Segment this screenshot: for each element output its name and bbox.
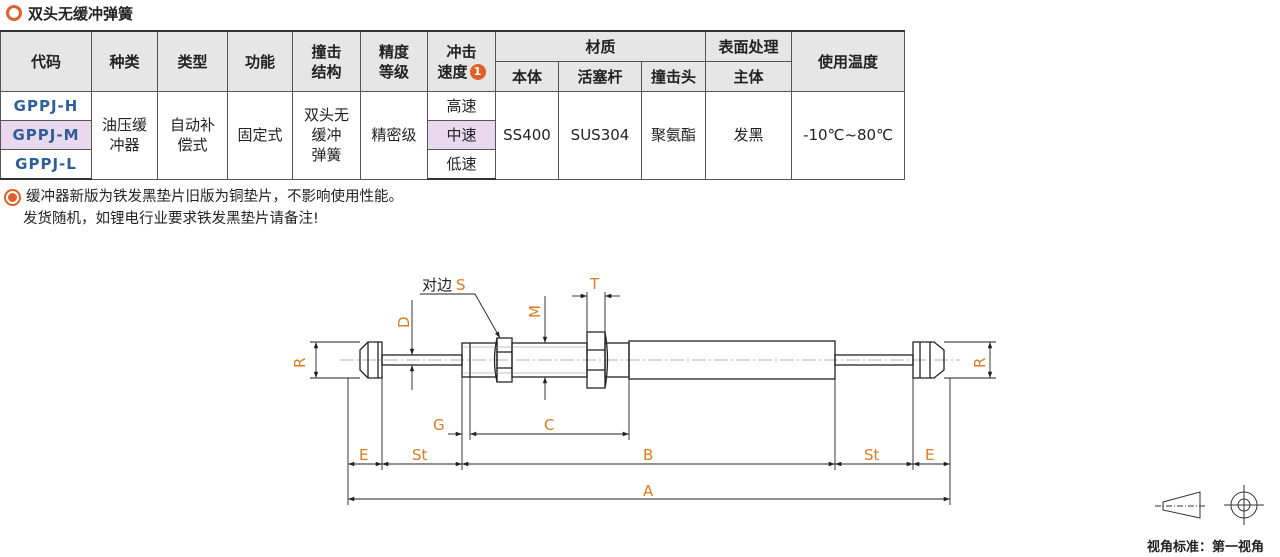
speed-low: 低速 xyxy=(427,149,496,180)
note-bullet-icon xyxy=(6,190,19,204)
label-R-left: R xyxy=(291,358,309,368)
label-S: S xyxy=(456,276,466,294)
label-R-right: R xyxy=(971,358,989,368)
label-St-left: St xyxy=(412,446,428,464)
label-across-flats: 对边 xyxy=(422,276,452,294)
rod-material-cell: SUS304 xyxy=(558,91,642,180)
header-code: 代码 xyxy=(0,30,92,92)
label-St-right: St xyxy=(864,446,880,464)
header-body: 本体 xyxy=(495,61,559,92)
label-T: T xyxy=(589,275,600,293)
header-kind: 种类 xyxy=(91,30,158,92)
label-A: A xyxy=(643,482,654,500)
model-code-h: GPPJ-H xyxy=(0,91,92,121)
shock-absorber-outline xyxy=(359,331,945,389)
kind-cell: 油压缓冲器 xyxy=(91,91,158,180)
striker-material-cell: 聚氨酯 xyxy=(640,91,707,180)
section-title-text: 双头无缓冲弹簧 xyxy=(28,4,134,23)
temperature-cell: -10℃~80℃ xyxy=(791,91,906,180)
label-B: B xyxy=(643,446,653,464)
body-material-cell: SS400 xyxy=(495,91,559,180)
dimension-lines xyxy=(310,292,996,505)
label-D: D xyxy=(395,316,413,328)
view-standard-label: 视角标准：第一视角 xyxy=(1147,540,1265,555)
left-nut xyxy=(496,337,513,383)
label-G: G xyxy=(433,416,445,434)
header-impact-structure: 撞击结构 xyxy=(292,30,361,92)
header-surface: 表面处理 xyxy=(705,30,793,62)
note-line-1: 缓冲器新版为铁发黑垫片旧版为铜垫片，不影响使用性能。 xyxy=(26,189,403,205)
thread-lines xyxy=(462,346,587,374)
precision-cell: 精密级 xyxy=(360,91,428,180)
structure-cell: 双头无缓冲弹簧 xyxy=(292,91,361,180)
speed-high: 高速 xyxy=(427,91,496,121)
model-code-m: GPPJ-M xyxy=(0,120,92,150)
label-E-left: E xyxy=(359,446,368,464)
note-1-badge-icon: 1 xyxy=(469,63,486,80)
speed-medium: 中速 xyxy=(427,120,496,150)
notes: 缓冲器新版为铁发黑垫片旧版为铜垫片，不影响使用性能。 发货随机，如锂电行业要求铁… xyxy=(4,186,403,230)
section-title: 双头无缓冲弹簧 xyxy=(6,2,133,24)
label-C: C xyxy=(544,416,554,434)
note-line-2: 发货随机，如锂电行业要求铁发黑垫片请备注! xyxy=(23,211,319,227)
circle-bullet-icon xyxy=(6,5,22,21)
header-piston-rod: 活塞杆 xyxy=(558,61,642,92)
model-code-l: GPPJ-L xyxy=(0,149,92,180)
label-M: M xyxy=(526,305,544,318)
function-cell: 固定式 xyxy=(227,91,293,180)
projection-symbol-icon xyxy=(1155,485,1264,525)
type-cell: 自动补偿式 xyxy=(157,91,228,180)
label-E-right: E xyxy=(925,446,934,464)
header-striker: 撞击头 xyxy=(640,61,707,92)
header-main-body: 主体 xyxy=(705,61,793,92)
surface-treatment-cell: 发黑 xyxy=(705,91,793,180)
header-precision-grade: 精度等级 xyxy=(360,30,428,92)
header-function: 功能 xyxy=(227,30,293,92)
